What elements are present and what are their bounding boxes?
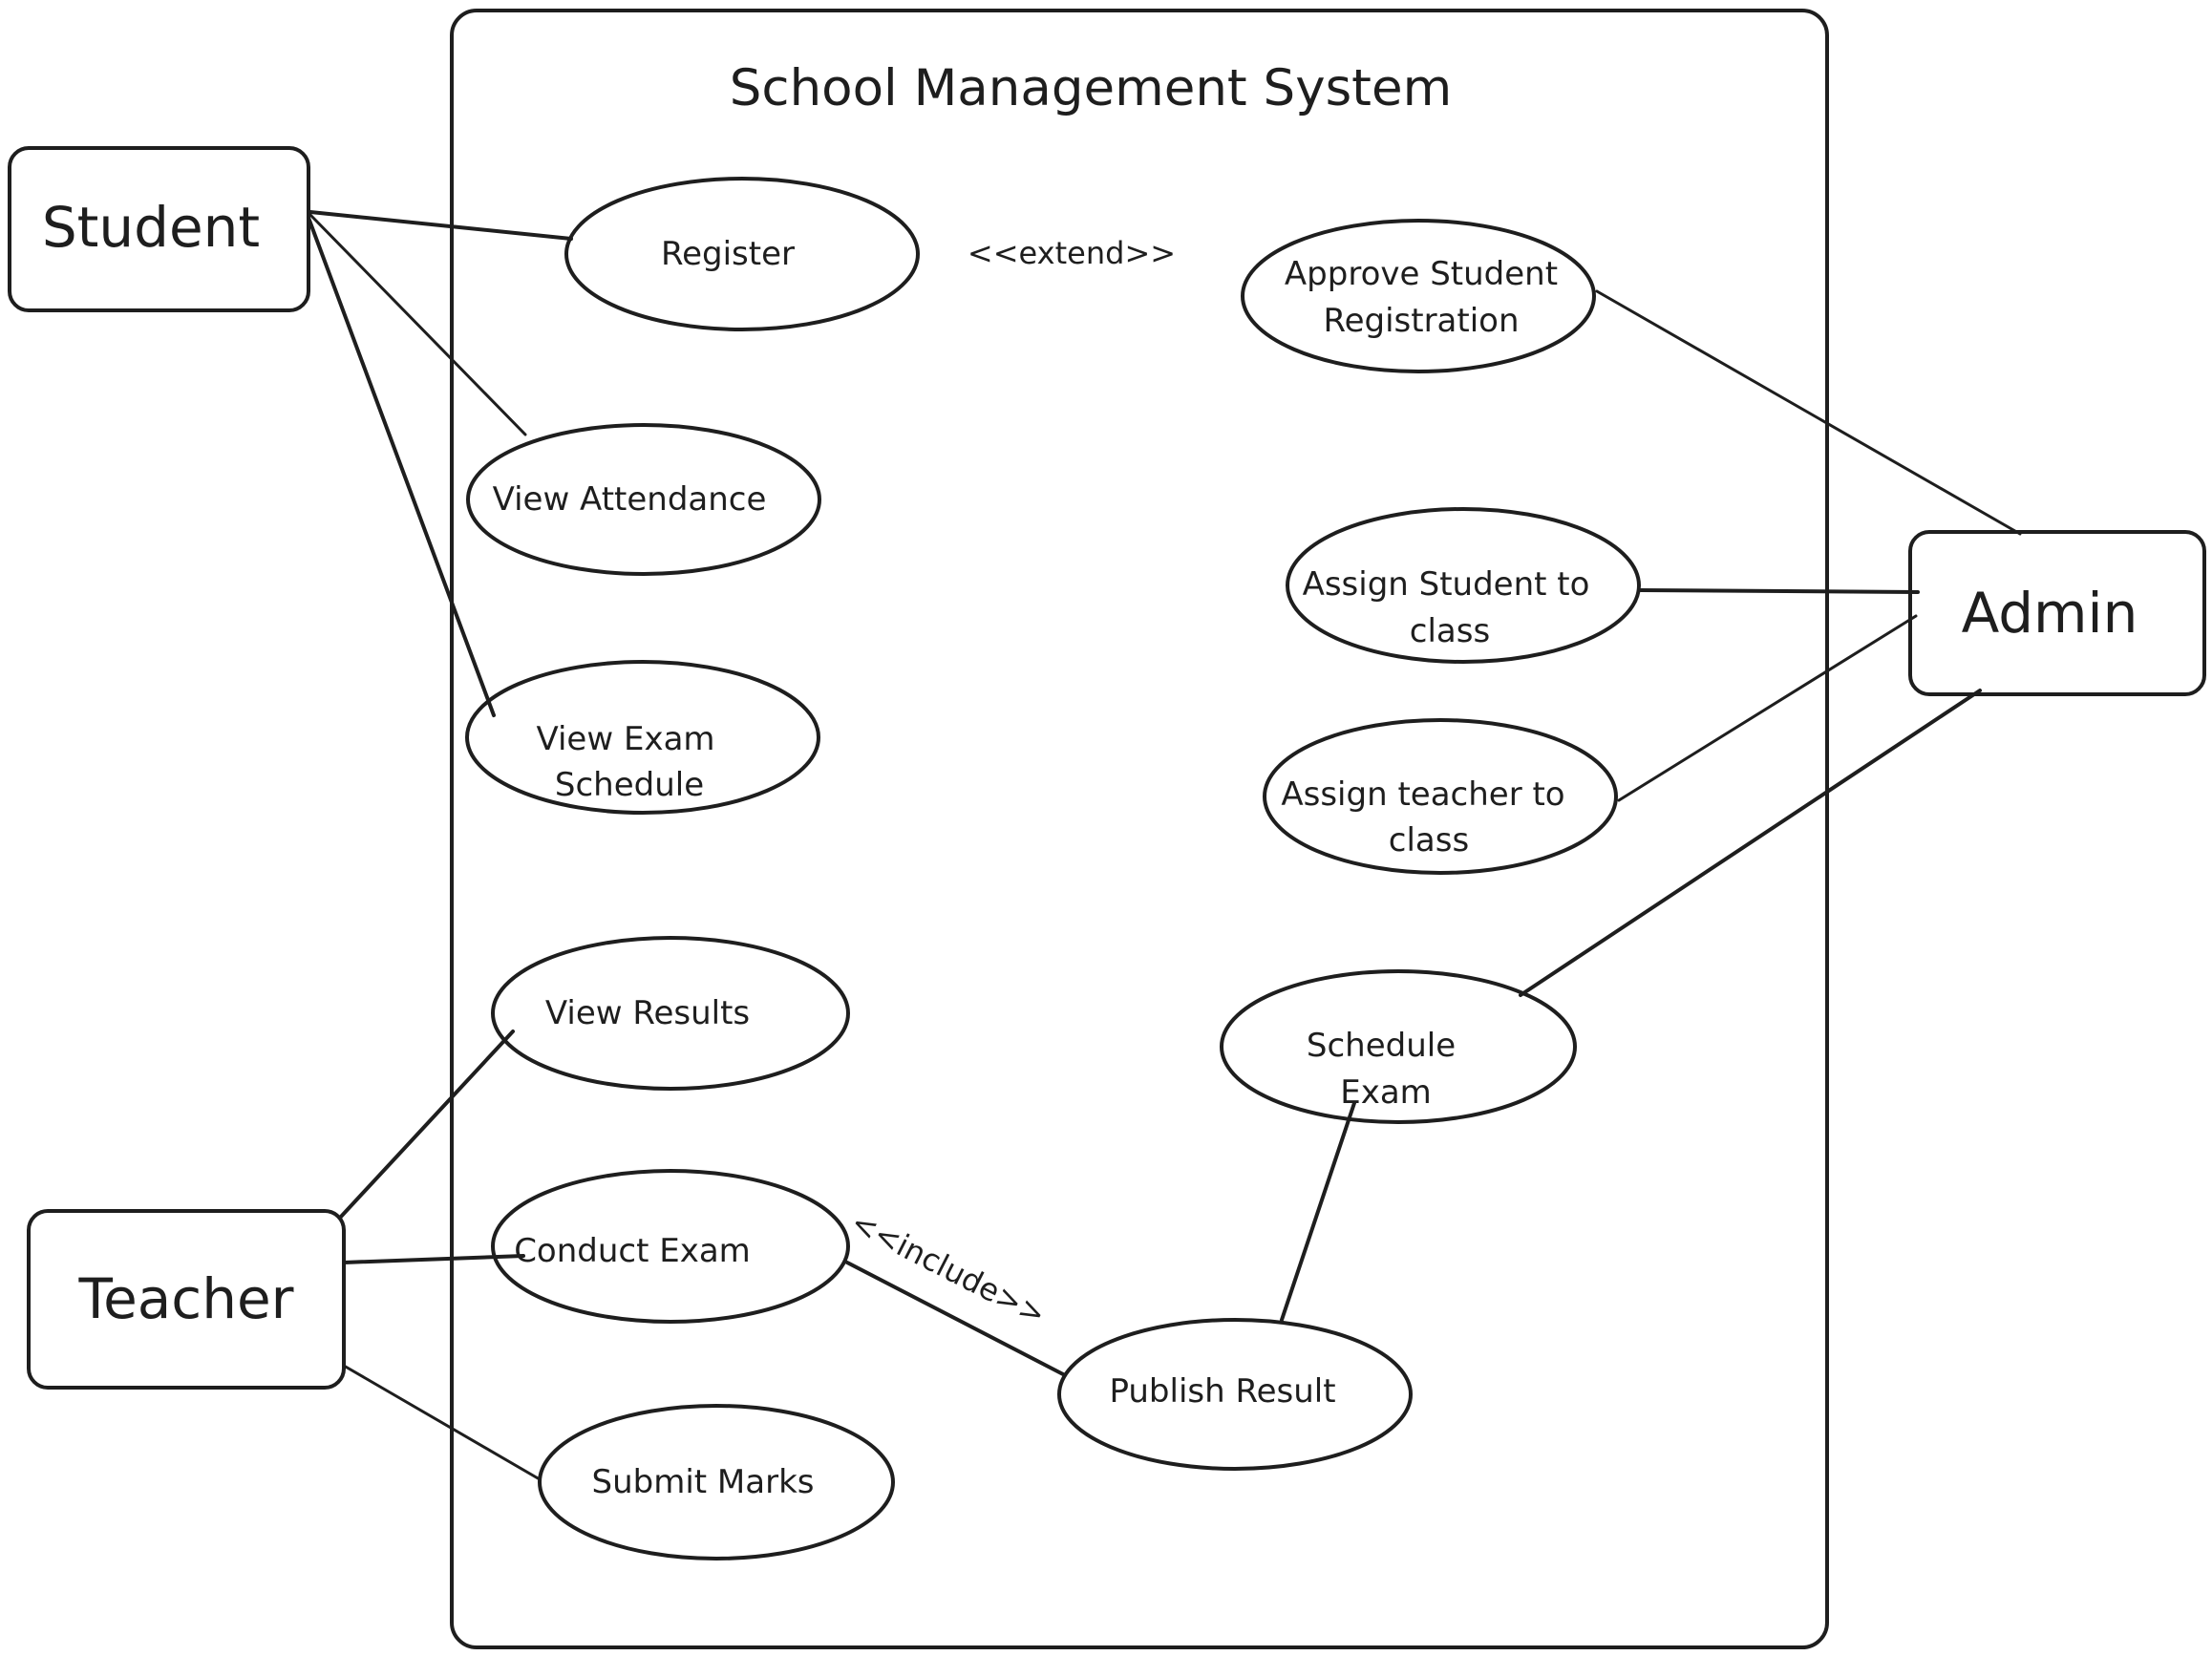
use-case-assign-teacher-to-class: Assign teacher to class [1263, 718, 1618, 875]
association-teacher-submit-marks [342, 1364, 542, 1481]
use-case-submit-marks-line-1: Submit Marks [592, 1463, 815, 1501]
association-student-view-exam-schedule [307, 216, 496, 717]
actor-student-box [8, 146, 310, 312]
actor-student: Student [8, 146, 310, 312]
use-case-view-results: View Results [491, 936, 850, 1091]
use-case-view-results-line-1: View Results [545, 994, 750, 1032]
student-associations [307, 210, 573, 717]
system-boundary [450, 9, 1829, 1649]
actor-admin: Admin [1908, 530, 2206, 696]
use-case-publish-result: Publish Result [1057, 1318, 1413, 1471]
use-case-view-attendance-line-1: View Attendance [493, 480, 767, 519]
use-case-approve-student-registration: Approve Student Registration [1241, 219, 1596, 373]
use-case-approve-registration-line-2: Registration [1323, 302, 1519, 340]
use-case-assign-student-to-class: Assign Student to class [1286, 507, 1641, 664]
actor-admin-label: Admin [1962, 581, 2138, 646]
use-case-view-exam-schedule: View Exam Schedule [465, 660, 820, 815]
actor-teacher-box [27, 1209, 346, 1390]
use-case-view-exam-schedule-line-1: View Exam [536, 720, 714, 758]
use-case-schedule-exam-line-1: Schedule [1307, 1027, 1456, 1065]
use-case-assign-teacher-line-2: class [1389, 821, 1469, 860]
association-admin-schedule-exam [1519, 689, 1982, 997]
use-case-view-attendance: View Attendance [466, 423, 821, 576]
use-case-register-line-1: Register [661, 235, 795, 273]
association-student-register [308, 210, 573, 241]
association-admin-assign-student [1639, 588, 1920, 594]
use-case-assign-student-line-2: class [1410, 612, 1490, 650]
teacher-associations [338, 1030, 542, 1481]
relation-schedule-exam-publish-result [1280, 1101, 1356, 1322]
association-student-view-attendance [308, 213, 527, 436]
actor-teacher: Teacher [27, 1209, 346, 1390]
use-case-schedule-exam-line-2: Exam [1340, 1073, 1432, 1112]
use-case-conduct-exam-line-1: Conduct Exam [514, 1232, 751, 1270]
use-case-publish-result-line-1: Publish Result [1109, 1372, 1335, 1411]
relation-conduct-exam-publish-result [845, 1261, 1067, 1377]
use-case-assign-student-line-1: Assign Student to [1303, 565, 1590, 604]
association-admin-assign-teacher [1617, 614, 1918, 802]
use-case-conduct-exam: Conduct Exam [491, 1169, 850, 1324]
use-case-assign-teacher-line-1: Assign teacher to [1281, 775, 1564, 814]
association-admin-approve-registration [1595, 289, 2022, 536]
extend-label: <<extend>> [968, 235, 1176, 271]
system-title: School Management System [730, 59, 1452, 117]
association-teacher-view-results [338, 1030, 515, 1220]
use-case-approve-registration-line-1: Approve Student [1285, 255, 1558, 293]
use-case-submit-marks: Submit Marks [538, 1404, 895, 1560]
actor-student-label: Student [42, 195, 260, 260]
actor-teacher-label: Teacher [78, 1266, 294, 1331]
use-case-register: Register [564, 177, 920, 331]
use-case-view-exam-schedule-line-2: Schedule [555, 766, 704, 804]
use-case-schedule-exam: Schedule Exam [1220, 969, 1577, 1124]
actor-admin-box [1908, 530, 2206, 696]
admin-associations [1519, 289, 2022, 997]
